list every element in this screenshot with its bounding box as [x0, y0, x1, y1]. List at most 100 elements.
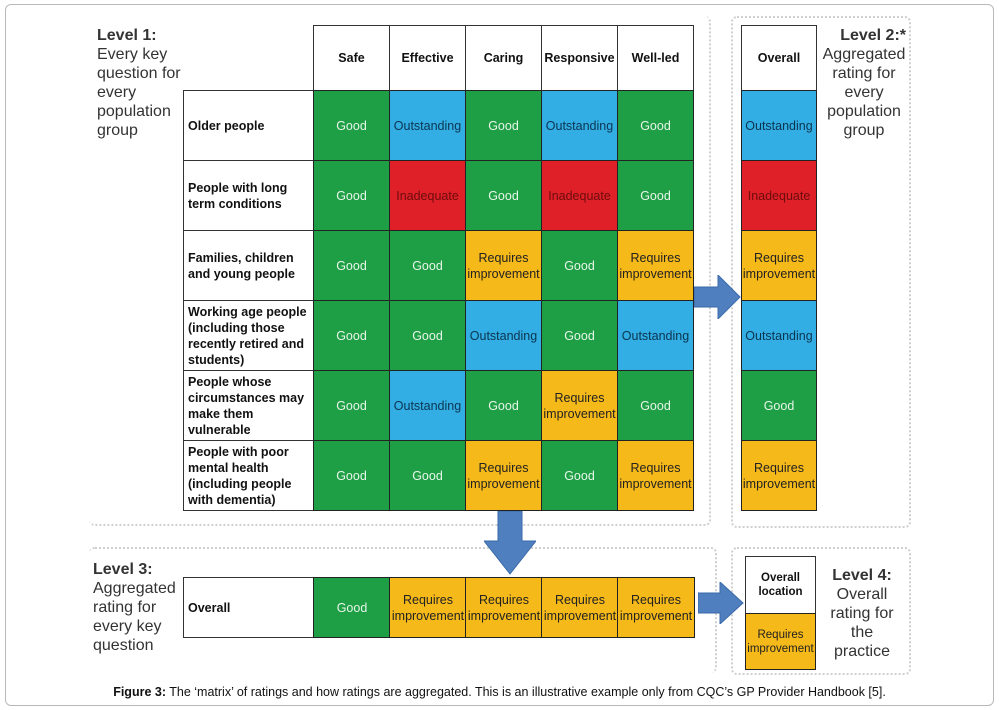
rating-label: Inadequate — [396, 188, 459, 203]
rating-cell: Good — [389, 440, 466, 511]
rating-label: Good — [336, 328, 367, 343]
level2-line: every — [844, 84, 884, 101]
rating-label: Good — [564, 328, 595, 343]
rating-cell: Outstanding — [389, 90, 466, 161]
level1-line: population — [97, 103, 171, 120]
arrow-shape — [484, 511, 536, 575]
figure-caption: Figure 3: The ‘matrix’ of ratings and ho… — [0, 685, 999, 699]
rating-label: Good — [412, 328, 443, 343]
rating-label: Good — [640, 118, 671, 133]
rating-cell: Good — [541, 230, 618, 301]
level1-text: Level 1: Every key question for every po… — [97, 26, 187, 140]
level1-line: every — [97, 84, 137, 101]
level3-line: question — [93, 637, 154, 654]
level2-line: group — [843, 122, 885, 139]
overall-rating-cell: Good — [741, 370, 817, 441]
rating-label: Outstanding — [621, 328, 690, 343]
rating-cell: Good — [389, 230, 466, 301]
rating-label: Outstanding — [393, 398, 462, 413]
level2-text: Level 2:* Aggregated rating for every po… — [818, 26, 910, 140]
overall-rating-cell: Outstanding — [741, 90, 817, 161]
rating-label: Good — [336, 600, 368, 615]
rating-cell: Outstanding — [541, 90, 618, 161]
rating-label: Outstanding — [545, 118, 614, 133]
rating-cell: Good — [313, 440, 390, 511]
rating-cell: Good — [313, 300, 390, 371]
column-header-effective: Effective — [389, 25, 466, 91]
rating-label: Good — [488, 398, 519, 413]
column-header-overall: Overall — [741, 25, 817, 91]
arrow-right-icon — [694, 275, 741, 319]
column-header-caring: Caring — [465, 25, 542, 91]
rating-cell: Inadequate — [541, 160, 618, 231]
rating-cell: Good — [617, 370, 694, 441]
caption-text: The ‘matrix’ of ratings and how ratings … — [166, 685, 886, 699]
level2-heading: Level 2:* — [840, 27, 906, 44]
level2-group-box — [731, 16, 911, 528]
level1-group-box — [89, 16, 711, 526]
level3-heading: Level 3: — [93, 561, 153, 578]
rating-label: Good — [412, 468, 443, 483]
level4-line: the — [850, 624, 874, 641]
rating-label: Good — [336, 468, 367, 483]
rating-cell: Good — [313, 90, 390, 161]
level3-line: Aggregated — [93, 580, 176, 597]
rating-cell: Good — [541, 300, 618, 371]
rating-label: Good — [412, 258, 443, 273]
rating-label: Good — [640, 188, 671, 203]
rating-cell: Inadequate — [389, 160, 466, 231]
arrow-right-icon — [698, 582, 744, 624]
level1-line: group — [97, 122, 138, 139]
arrow-down-icon — [484, 511, 536, 575]
rating-cell: Good — [465, 370, 542, 441]
rating-label: Good — [336, 258, 367, 273]
arrow-shape — [694, 275, 741, 319]
level4-heading: Level 4: — [832, 567, 892, 584]
rating-cell: Good — [465, 160, 542, 231]
rating-label: Inadequate — [747, 188, 811, 203]
caption-label: Figure 3: — [113, 685, 166, 699]
rating-cell: Good — [617, 90, 694, 161]
row-label: Older people — [183, 90, 314, 161]
level3-line: rating for — [93, 599, 157, 616]
arrow-shape — [698, 582, 744, 624]
rating-cell: Good — [617, 160, 694, 231]
level2-line: rating for — [832, 65, 896, 82]
rating-label: Good — [640, 398, 671, 413]
rating-cell: Good — [465, 90, 542, 161]
rating-cell: Outstanding — [389, 370, 466, 441]
overall-rating-cell: Inadequate — [741, 160, 817, 231]
rating-label: Inadequate — [548, 188, 611, 203]
rating-label: Good — [763, 398, 795, 413]
level1-line: Every key — [97, 46, 168, 63]
rating-cell: Good — [313, 370, 390, 441]
rating-cell: Good — [313, 160, 390, 231]
rating-cell: Outstanding — [465, 300, 542, 371]
level3-rating-cell: Good — [313, 577, 391, 638]
rating-label: Outstanding — [393, 118, 462, 133]
level3-line: every key — [93, 618, 162, 635]
rating-label: Good — [564, 468, 595, 483]
rating-label: Good — [336, 118, 367, 133]
rating-cell: Good — [541, 440, 618, 511]
rating-label: Good — [336, 188, 367, 203]
